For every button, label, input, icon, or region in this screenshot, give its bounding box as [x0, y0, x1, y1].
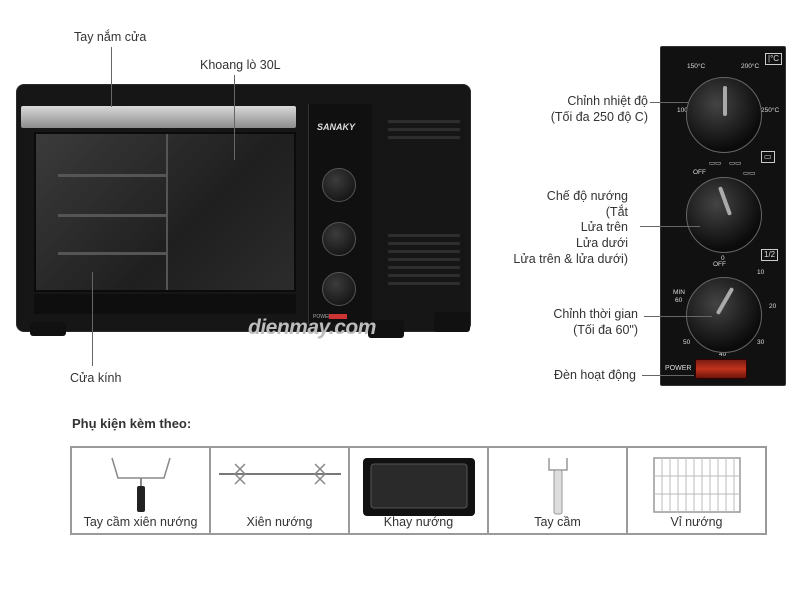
callout-line-text: Lửa dưới	[575, 235, 628, 250]
accessory-item: Tay cầm xiên nướng	[72, 448, 211, 533]
glass-door	[34, 132, 296, 292]
accessory-label: Tay cầm xiên nướng	[83, 515, 198, 529]
timer-icon: 1/2	[761, 249, 779, 261]
mode-tick: ▭▭	[743, 170, 756, 177]
accessory-label: Xiên nướng	[246, 515, 313, 529]
mode-icon: ▭	[761, 151, 775, 163]
timer-tick: 30	[757, 339, 765, 346]
knob-pointer	[717, 186, 733, 216]
accessories-title: Phụ kiện kèm theo:	[72, 416, 192, 431]
power-label: POWER	[665, 365, 692, 372]
mode-tick: ▭▭	[729, 160, 742, 167]
mode-tick: OFF	[693, 169, 706, 176]
callout-mode: Chế độ nướng (Tắt Lửa trên Lửa dưới Lửa …	[513, 189, 628, 267]
timer-tick: 40	[719, 351, 727, 358]
side-vent	[388, 242, 460, 245]
callout-temperature: Chỉnh nhiệt độ (Tối đa 250 độ C)	[551, 94, 648, 125]
callout-line-text: Lửa trên	[580, 220, 628, 235]
door-handle	[21, 106, 296, 128]
accessory-item: Xiên nướng	[211, 448, 350, 533]
callout-line	[92, 272, 93, 366]
oven-rack	[58, 252, 168, 255]
callout-lamp: Đèn hoạt động	[553, 368, 636, 382]
callout-line	[650, 102, 688, 103]
temperature-knob	[322, 168, 356, 202]
accessory-item: Khay nướng	[350, 448, 489, 533]
rotisserie-skewer-icon	[218, 463, 341, 485]
callout-line-text: Chế độ nướng	[546, 189, 628, 203]
mode-knob	[322, 222, 356, 256]
side-vent	[388, 136, 460, 139]
timer-tick: 50	[683, 339, 691, 346]
callout-line-text: (Tắt	[605, 204, 628, 219]
accessory-label: Vỉ nướng	[670, 515, 723, 529]
knob-pointer	[723, 86, 727, 116]
accessory-label: Tay cầm	[534, 515, 581, 529]
callout-line	[644, 316, 712, 317]
door-divider	[166, 134, 168, 290]
control-panel-closeup: |°C 100°C 150°C 200°C 250°C ▭ OFF ▭▭ ▭▭ …	[660, 46, 786, 386]
oven-foot	[434, 312, 470, 332]
power-label: POWER	[313, 314, 332, 320]
temp-tick: 250°C	[761, 107, 780, 114]
callout-line-text: Chỉnh thời gian	[553, 307, 638, 321]
callout-line	[642, 375, 694, 376]
callout-line-text: Lửa trên & lửa dưới)	[513, 251, 628, 266]
timer-knob-closeup	[686, 277, 762, 353]
oven-foot	[30, 322, 66, 336]
side-vent	[388, 258, 460, 261]
knob-pointer	[715, 287, 735, 315]
temperature-knob-closeup	[686, 77, 762, 153]
door-bottom-trim	[34, 294, 296, 314]
side-vent	[388, 128, 460, 131]
timer-tick: 10	[757, 269, 765, 276]
tray-handle-icon	[547, 458, 568, 515]
timer-tick: 0	[721, 255, 725, 262]
callout-line	[640, 226, 700, 227]
callout-timer: Chỉnh thời gian (Tối đa 60")	[553, 307, 638, 338]
oven-image: SANAKY POWER dienmay.com	[16, 84, 471, 339]
power-lamp	[329, 314, 347, 319]
timer-tick: OFF	[713, 261, 726, 268]
accessory-item: Tay cầm	[489, 448, 628, 533]
oven-rack	[58, 214, 168, 217]
temperature-icon: |°C	[765, 53, 783, 65]
accessory-label: Khay nướng	[383, 515, 454, 529]
side-vent	[388, 120, 460, 123]
wire-rack-icon	[652, 457, 741, 513]
temp-tick: 200°C	[741, 63, 760, 70]
side-vent	[388, 266, 460, 269]
callout-glass: Cửa kính	[70, 371, 122, 385]
accessory-item: Vỉ nướng	[628, 448, 765, 533]
side-vent	[388, 274, 460, 277]
brand-logo: SANAKY	[317, 122, 356, 132]
callout-line-text: Chỉnh nhiệt độ	[567, 94, 648, 108]
timer-tick: MIN	[673, 289, 685, 296]
callout-line-text: (Tối đa 60")	[573, 322, 638, 337]
oven-rack	[58, 174, 168, 177]
side-vent	[388, 282, 460, 285]
callout-line	[111, 47, 112, 107]
oven-control-panel: SANAKY POWER	[308, 104, 372, 324]
power-lamp-closeup	[695, 359, 747, 379]
side-vent	[388, 250, 460, 253]
accessories-table: Tay cầm xiên nướng Xiên nướng Khay nướng…	[70, 446, 767, 535]
watermark: dienmay.com	[248, 316, 376, 339]
timer-knob	[322, 272, 356, 306]
callout-line-text: (Tối đa 250 độ C)	[550, 109, 648, 124]
callout-line	[234, 75, 235, 160]
mode-tick: ▭▭	[709, 160, 722, 167]
callout-handle: Tay nắm cửa	[74, 30, 147, 44]
oven-foot	[368, 320, 404, 338]
timer-tick: 20	[769, 303, 777, 310]
temp-tick: 150°C	[687, 63, 706, 70]
callout-chamber: Khoang lò 30L	[200, 58, 281, 72]
skewer-handle-icon	[110, 457, 171, 512]
mode-knob-closeup	[686, 177, 762, 253]
side-vent	[388, 234, 460, 237]
timer-tick: 60	[675, 297, 683, 304]
baking-tray-icon	[362, 458, 475, 516]
